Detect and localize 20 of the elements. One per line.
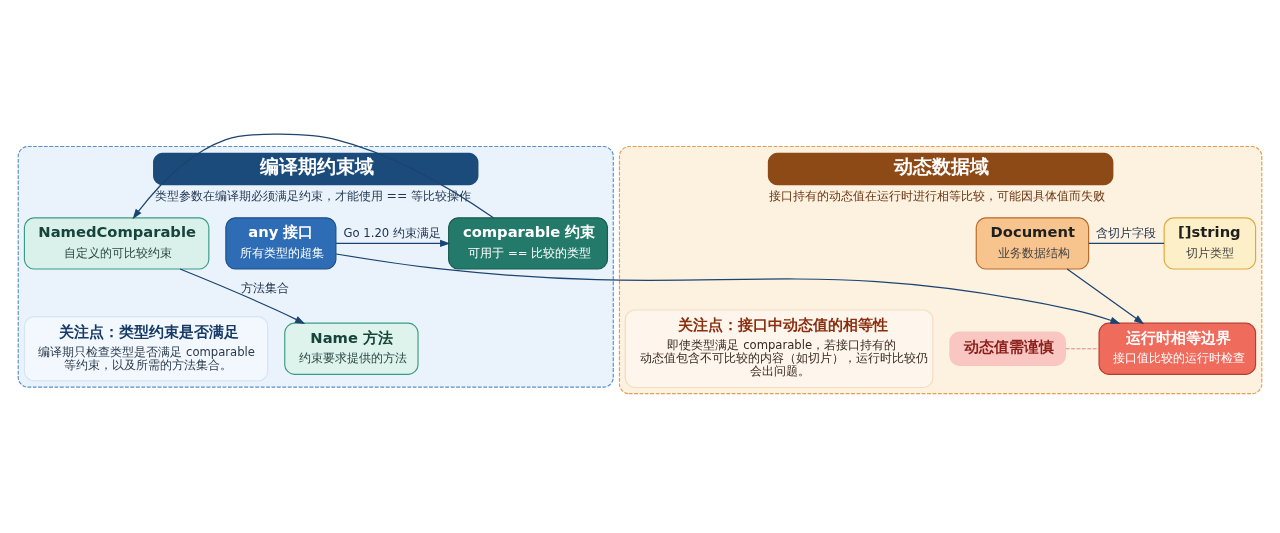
arrow — [335, 239, 451, 247]
arrow — [1066, 267, 1145, 324]
edge-label: 方法集合 — [241, 280, 289, 295]
node-box: 动态值需谨慎 — [949, 331, 1066, 366]
node-box: 运行时相等边界 接口值比较的运行时检查 — [1098, 322, 1257, 375]
node-box: any 接口 所有类型的超集 — [225, 216, 337, 270]
arrow — [132, 133, 495, 219]
connector — [1065, 347, 1100, 349]
node-box: 关注点：类型约束是否满足 编译期只检查类型是否满足 comparable 等约束，以及所需的方法集合。 — [23, 315, 269, 381]
arrow — [335, 252, 1121, 324]
edge-label: Go 1.20 约束满足 — [343, 225, 441, 240]
node-box: NamedComparable 自定义的可比较约束 — [23, 216, 210, 270]
arrow — [179, 267, 306, 324]
node-box: []string 切片类型 — [1163, 216, 1257, 270]
node-box: Name 方法 约束要求提供的方法 — [284, 322, 419, 375]
connector — [1088, 242, 1165, 244]
node-box: Document 业务数据结构 — [975, 216, 1090, 270]
edge-label: 含切片字段 — [1096, 225, 1157, 240]
node-box: 关注点：接口中动态值的相等性 即使类型满足 comparable，若接口持有的动态值包含不可比较的内容（如切片），运行时比较仍会出问题。 — [624, 308, 934, 388]
node-box: comparable 约束 可用于 == 比较的类型 — [448, 216, 609, 270]
